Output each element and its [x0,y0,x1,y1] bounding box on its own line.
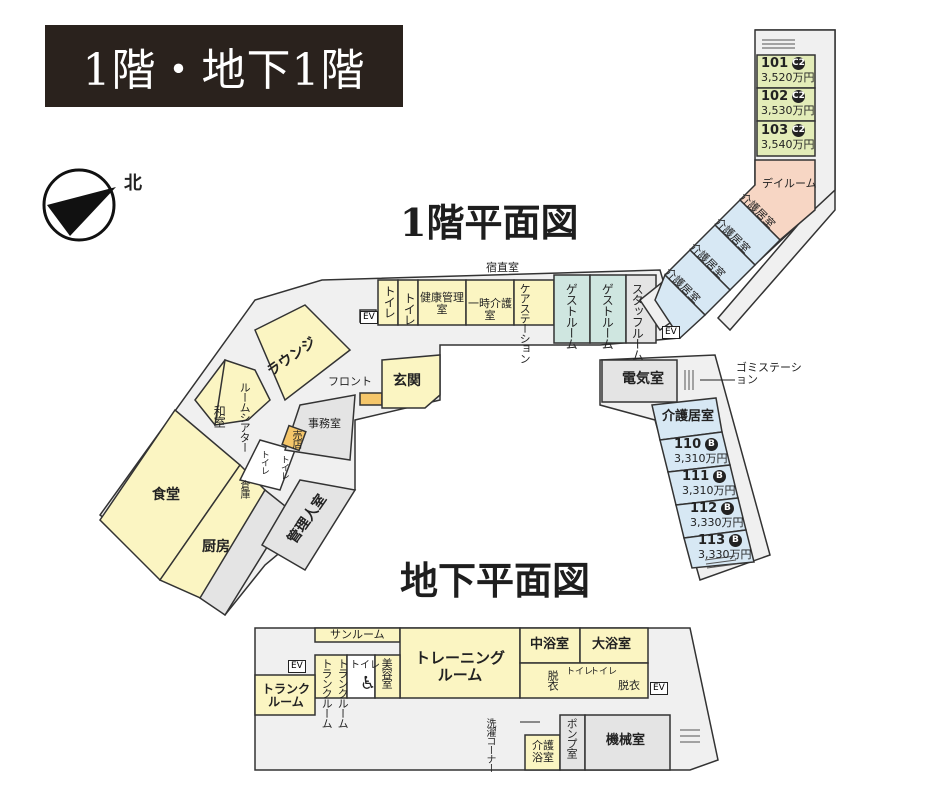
room-pump: ポンプ室 [565,718,579,758]
room-datsui-2: 脱衣 [618,679,640,692]
room-training: トレーニングルーム [414,649,505,684]
room-biyo: 美容室 [380,658,394,688]
room-sunroom: サンルーム [330,628,385,641]
room-kaigo-yoku: 介護浴室 [532,739,554,765]
room-shokudo: 食堂 [152,487,180,503]
room-genkan: 玄関 [393,373,421,389]
room-staff: スタッフルーム [630,283,645,360]
ev-1f-east: EV [662,326,680,339]
room-trunk-large: トランクルーム [261,682,310,710]
ev-b1-west: EV [288,660,306,673]
room-trunk-1: トランクルーム [320,658,334,728]
room-guest-2: ゲストルーム [600,283,615,349]
room-toilet-1: トイレ [382,285,397,318]
room-toilet-3: トイレ [258,450,269,474]
room-toilet-b: トイレ [350,660,380,671]
room-kaigo-kyoshitsu: 介護居室 [662,409,715,424]
heading-b1: 地下平面図 [400,558,591,603]
room-jimushitsu: 事務室 [308,417,341,430]
room-toilet-b1: トイレ [566,667,594,677]
room-soko: 倉庫 [238,480,249,498]
ev-b1-east: EV [650,682,668,695]
heading-1f: 1階平面図 [400,200,579,245]
accessible-toilet-icon: ♿ [360,673,377,694]
north-label: 北 [124,173,142,194]
room-toilet-b2: トイレ [590,667,618,677]
room-guest-1: ゲストルーム [564,283,579,349]
room-datsui-1: 脱衣 [546,670,560,690]
room-theater: ルームシアター [238,382,252,452]
north-arrow-icon [42,168,116,242]
room-chuyoku: 中浴室 [530,637,570,652]
room-gomi: ゴミステーション [736,361,802,387]
room-health: 健康管理室 [420,291,464,317]
room-washitsu: 和室 [212,405,227,427]
room-trunk-small: トランクルーム [336,658,350,728]
room-dayroom: デイルーム [762,177,817,190]
room-ichiji: 一時介護室 [468,297,512,323]
room-toilet-4: トイレ [278,455,289,479]
room-shukuchoku: 宿直室 [486,261,519,274]
room-denki: 電気室 [622,371,664,387]
room-kikai: 機械室 [606,733,646,748]
room-daiyoku: 大浴室 [592,637,632,652]
page-title: 1階・地下1階 [45,25,403,107]
room-toilet-2: トイレ [402,292,417,325]
room-chubo: 厨房 [202,539,230,555]
ev-1f-north: EV [360,311,378,324]
room-baiten: 売店 [290,430,301,448]
room-care-station: ケアステーション [518,283,532,363]
room-front: フロント [328,375,372,388]
room-sentaku: 洗濯コーナー [484,718,495,772]
